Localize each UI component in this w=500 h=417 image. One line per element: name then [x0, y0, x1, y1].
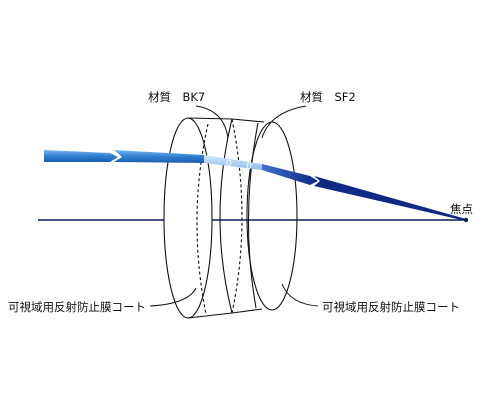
sf2-top-edge [231, 118, 265, 123]
coating-left-leader-line [149, 287, 197, 307]
outgoing-beam-segment-1 [262, 164, 318, 185]
bk7-bottom-edge [187, 312, 233, 319]
beam-inside-lens [204, 155, 262, 170]
lens-group [163, 117, 298, 319]
incoming-beam-segment-1 [44, 150, 118, 162]
bk7-rear-hidden [196, 123, 209, 315]
coating-right-leader-line [281, 283, 319, 307]
incoming-beam: 0 0 [44, 150, 262, 172]
focal-point-label: 焦点 [450, 202, 473, 216]
outgoing-beam [262, 164, 466, 221]
coating-left-label: 可視域用反射防止膜コート [8, 300, 146, 314]
refraction-mark-1: 0 [226, 159, 232, 169]
bk7-leader-line [195, 105, 229, 139]
sf2-rear-face [246, 121, 298, 311]
focal-point-dot [463, 217, 469, 223]
sf2-leader-line [261, 105, 307, 139]
refraction-mark-2: 0 [246, 162, 252, 172]
cemented-interface-hidden [231, 118, 243, 314]
coating-right-label: 可視域用反射防止膜コート [322, 300, 460, 314]
sf2-inner-edge [247, 122, 259, 309]
material-sf2-label: 材質 SF2 [300, 90, 356, 104]
bk7-front-face [163, 117, 213, 319]
material-bk7-label: 材質 BK7 [148, 90, 205, 104]
cemented-interface [219, 118, 233, 314]
incoming-beam-segment-2 [114, 150, 204, 163]
bk7-top-edge [187, 117, 233, 120]
outgoing-beam-segment-2 [314, 176, 466, 221]
sf2-bottom-edge [231, 308, 263, 314]
